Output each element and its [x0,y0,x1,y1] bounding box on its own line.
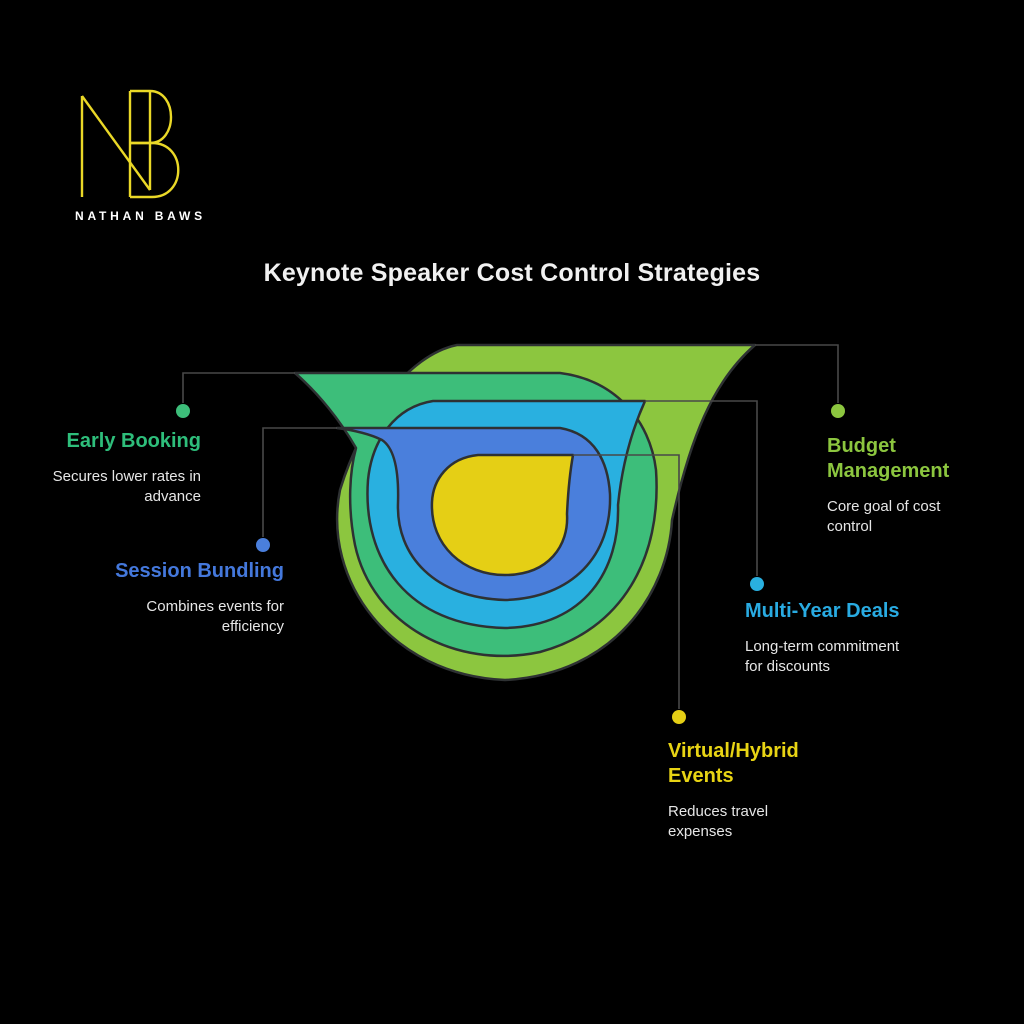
brand-logo: NATHAN BAWS [75,88,215,223]
callout-multi-year-deals: Multi-Year Deals Long-term commitment fo… [745,599,915,677]
brand-name: NATHAN BAWS [75,209,206,223]
callout-description-virtual-hybrid-events: Reduces travel expenses [668,803,769,840]
multi-year-deals-leader-line [645,400,758,576]
page-title: Keynote Speaker Cost Control Strategies [263,259,761,287]
session-bundling-leader-line [262,427,337,537]
callout-title-budget-management: Budget Management [827,435,950,482]
callout-title-virtual-hybrid-events: Virtual/Hybrid Events [668,740,799,787]
callout-title-early-booking: Early Booking [66,430,201,452]
callout-description-early-booking: Secures lower rates in advance [52,468,201,505]
early-booking-dot [176,404,190,418]
callout-early-booking: Early Booking Secures lower rates in adv… [26,429,201,507]
callout-title-multi-year-deals: Multi-Year Deals [745,600,900,622]
callout-description-multi-year-deals: Long-term commitment for discounts [745,638,900,675]
callout-title-session-bundling: Session Bundling [115,560,284,582]
early-booking-leader-line [182,372,295,403]
callout-virtual-hybrid-events: Virtual/Hybrid Events Reduces travel exp… [668,739,818,842]
layer-virtual-hybrid-events [430,453,575,577]
nb-monogram-icon [80,89,180,199]
callout-session-bundling: Session Bundling Combines events for eff… [94,559,284,637]
budget-management-dot [831,404,845,418]
session-bundling-dot [256,538,270,552]
callout-budget-management: Budget Management Core goal of cost cont… [827,434,977,537]
budget-management-leader-line [755,344,839,403]
callout-description-session-bundling: Combines events for efficiency [146,598,284,635]
virtual-hybrid-events-leader-line [573,454,680,709]
virtual-hybrid-events-dot [672,710,686,724]
multi-year-deals-dot [750,577,764,591]
callout-description-budget-management: Core goal of cost control [827,498,941,535]
